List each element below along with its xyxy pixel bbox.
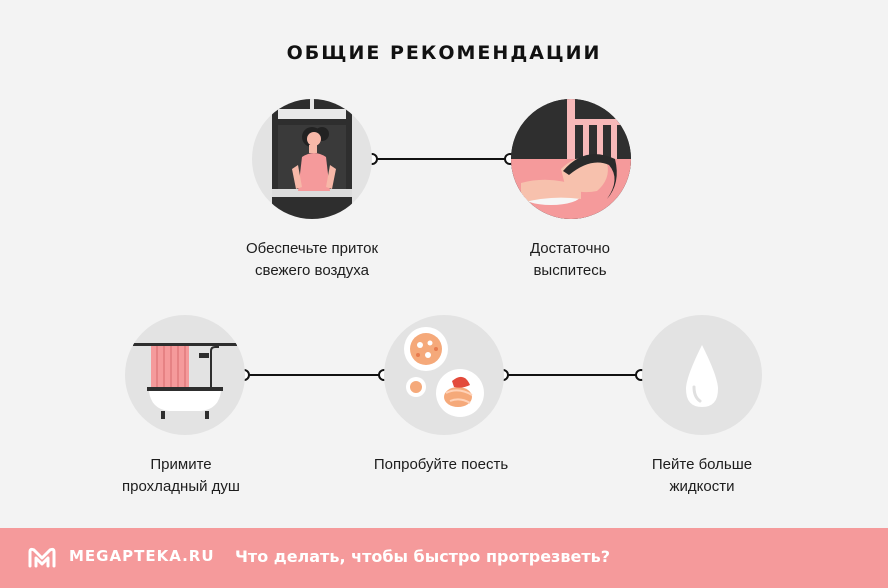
footer-tagline: Что делать, чтобы быстро протрезветь? xyxy=(235,547,610,566)
tip-label-line2: выспитесь xyxy=(533,262,607,279)
tip-label-line1: Обеспечьте приток xyxy=(245,240,379,257)
tip-water: Пейте больше жидкости xyxy=(592,454,812,498)
sleep-icon xyxy=(511,99,631,219)
megapteka-logo-icon xyxy=(28,547,56,568)
shower-bathtub-icon xyxy=(125,315,245,435)
water-drop-icon xyxy=(642,315,762,435)
page-title: ОБЩИЕ РЕКОМЕНДАЦИИ xyxy=(286,42,602,64)
tip-label-line1: Примите xyxy=(150,456,212,473)
tip-label-line1: Пейте больше xyxy=(651,456,753,473)
tip-label-line1: Попробуйте поесть xyxy=(373,456,509,473)
tip-label-line2: жидкости xyxy=(669,478,735,495)
tip-label-line2: прохладный душ xyxy=(122,478,240,495)
fresh-air-window-icon xyxy=(252,99,372,219)
tip-fresh-air: Обеспечьте приток свежего воздуха xyxy=(202,238,422,282)
tip-label-line1: Достаточно xyxy=(529,240,611,257)
food-plates-icon xyxy=(384,315,504,435)
tip-label-line2: свежего воздуха xyxy=(255,262,369,279)
tip-sleep: Достаточно выспитесь xyxy=(460,238,680,282)
tip-shower: Примите прохладный душ xyxy=(71,454,291,498)
brand-name-link[interactable]: MEGAPTEKA.RU xyxy=(69,547,215,565)
footer-bar: MEGAPTEKA.RU Что делать, чтобы быстро пр… xyxy=(0,528,888,588)
tip-food: Попробуйте поесть xyxy=(331,454,551,476)
